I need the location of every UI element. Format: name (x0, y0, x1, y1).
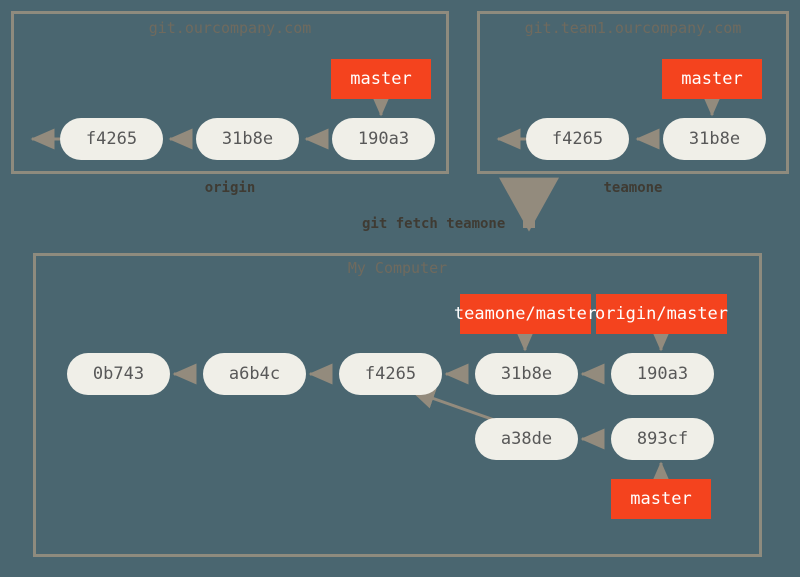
branch-label[interactable]: teamone/master (454, 294, 597, 334)
commit-node[interactable]: 0b743 (67, 353, 170, 395)
branch-label[interactable]: origin/master (595, 294, 728, 334)
panel-teamone-title: git.team1.ourcompany.com (524, 19, 742, 37)
branch-label[interactable]: master (611, 479, 711, 519)
commit-node[interactable]: 31b8e (196, 118, 299, 160)
panel-my-computer (33, 253, 762, 557)
commit-node[interactable]: 31b8e (663, 118, 766, 160)
commit-node[interactable]: 893cf (611, 418, 714, 460)
commit-node[interactable]: f4265 (526, 118, 629, 160)
commit-node[interactable]: a38de (475, 418, 578, 460)
panel-teamone (477, 11, 789, 174)
commit-node[interactable]: 190a3 (611, 353, 714, 395)
panel-origin-caption: origin (204, 180, 256, 196)
panel-my-computer-title: My Computer (347, 259, 448, 277)
commit-node[interactable]: 31b8e (475, 353, 578, 395)
arrow-mc-a38de-f4265 (410, 388, 501, 424)
commit-node[interactable]: a6b4c (203, 353, 306, 395)
panel-origin (11, 11, 449, 174)
commit-node[interactable]: 190a3 (332, 118, 435, 160)
commit-node[interactable]: f4265 (60, 118, 163, 160)
panel-origin-title: git.ourcompany.com (148, 19, 312, 37)
git-fetch-command-label: git fetch teamone (362, 216, 506, 232)
commit-node[interactable]: f4265 (339, 353, 442, 395)
branch-label[interactable]: master (331, 59, 431, 99)
branch-label[interactable]: master (662, 59, 762, 99)
panel-teamone-caption: teamone (603, 180, 663, 196)
